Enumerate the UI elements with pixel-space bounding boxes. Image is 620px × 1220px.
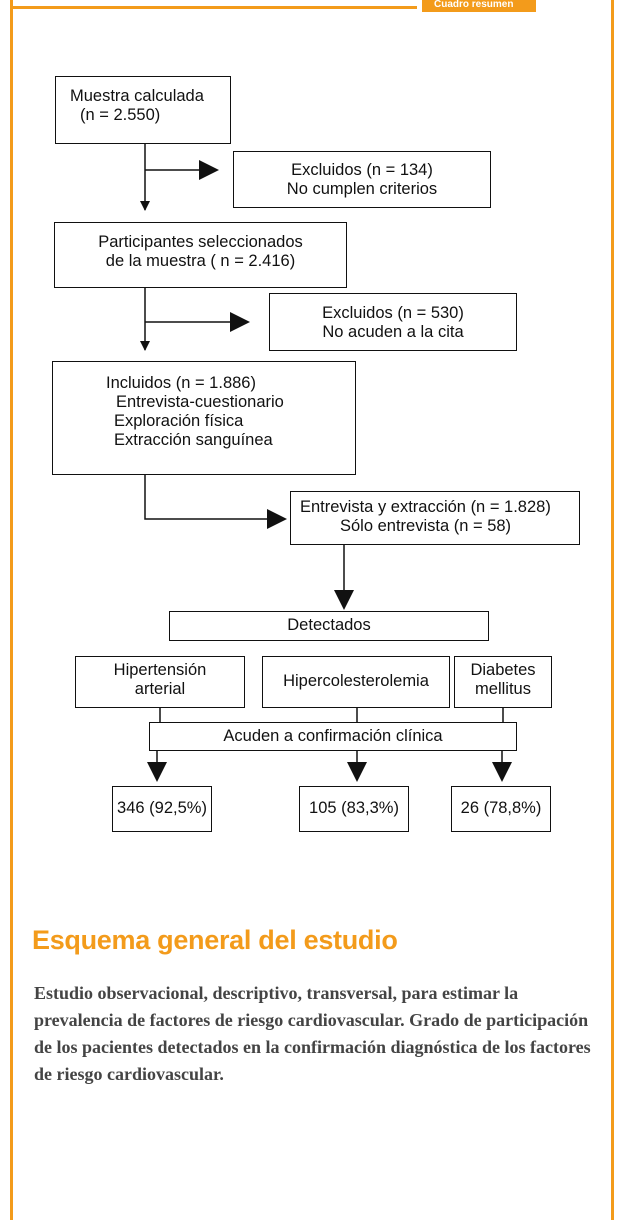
box-result-hipercolesterolemia: 105 (83,3%)	[299, 786, 409, 832]
result-hipertension-value: 346 (92,5%)	[117, 799, 207, 817]
box-seleccionados-line2: de la muestra ( n = 2.416)	[105, 252, 296, 270]
box-excluidos-criterios: Excluidos (n = 134) No cumplen criterios	[233, 151, 491, 208]
box-hipertension-line1: Hipertensión	[113, 661, 207, 679]
box-excluidos1-line2: No cumplen criterios	[286, 180, 438, 198]
box-incluidos-line4: Extracción sanguínea	[114, 431, 273, 449]
box-detectados-label: Detectados	[287, 616, 371, 634]
box-result-hipertension: 346 (92,5%)	[112, 786, 212, 832]
box-excluidos-cita: Excluidos (n = 530) No acuden a la cita	[269, 293, 517, 351]
box-acuden: Acuden a confirmación clínica	[149, 722, 517, 751]
section-tag: Cuadro resumen	[422, 0, 536, 12]
arrow-incluidos-to-entrevista	[144, 475, 287, 529]
summary-title: Esquema general del estudio	[32, 925, 398, 955]
frame-top-border	[10, 6, 417, 9]
box-diabetes-line2: mellitus	[475, 680, 531, 698]
box-incluidos-line1: Incluidos (n = 1.886)	[106, 374, 256, 392]
flowchart-connectors	[140, 144, 512, 782]
box-excluidos2-line1: Excluidos (n = 530)	[322, 304, 464, 322]
box-detectados: Detectados	[169, 611, 489, 641]
box-hipercolesterolemia-label: Hipercolesterolemia	[283, 672, 429, 690]
box-result-diabetes: 26 (78,8%)	[451, 786, 551, 832]
box-incluidos: Incluidos (n = 1.886) Entrevista-cuestio…	[52, 361, 356, 475]
box-hipercolesterolemia: Hipercolesterolemia	[262, 656, 450, 708]
box-entrevista-line1: Entrevista y extracción (n = 1.828)	[300, 498, 551, 516]
box-entrevista-line2: Sólo entrevista (n = 58)	[340, 517, 512, 535]
box-muestra-line1: Muestra calculada	[70, 87, 204, 105]
box-muestra-line2: (n = 2.550)	[80, 106, 161, 124]
box-acuden-label: Acuden a confirmación clínica	[223, 727, 443, 745]
box-muestra-calculada: Muestra calculada (n = 2.550)	[55, 76, 231, 144]
box-excluidos1-line1: Excluidos (n = 134)	[291, 161, 433, 179]
result-diabetes-value: 26 (78,8%)	[460, 799, 542, 817]
box-hipertension-line2: arterial	[134, 680, 186, 698]
box-incluidos-line2: Entrevista-cuestionario	[116, 393, 284, 411]
box-hipertension: Hipertensión arterial	[75, 656, 245, 708]
box-entrevista: Entrevista y extracción (n = 1.828) Sólo…	[290, 491, 580, 545]
box-seleccionados-line1: Participantes seleccionados	[98, 233, 303, 251]
box-excluidos2-line2: No acuden a la cita	[322, 323, 464, 341]
box-diabetes: Diabetes mellitus	[454, 656, 552, 708]
summary-text: Estudio observacional, descriptivo, tran…	[34, 983, 591, 1084]
page-frame	[10, 0, 614, 1220]
result-hipercolesterolemia-value: 105 (83,3%)	[309, 799, 399, 817]
box-participantes-seleccionados: Participantes seleccionados de la muestr…	[54, 222, 347, 288]
box-diabetes-line1: Diabetes	[470, 661, 536, 679]
box-incluidos-line3: Exploración física	[114, 412, 244, 430]
